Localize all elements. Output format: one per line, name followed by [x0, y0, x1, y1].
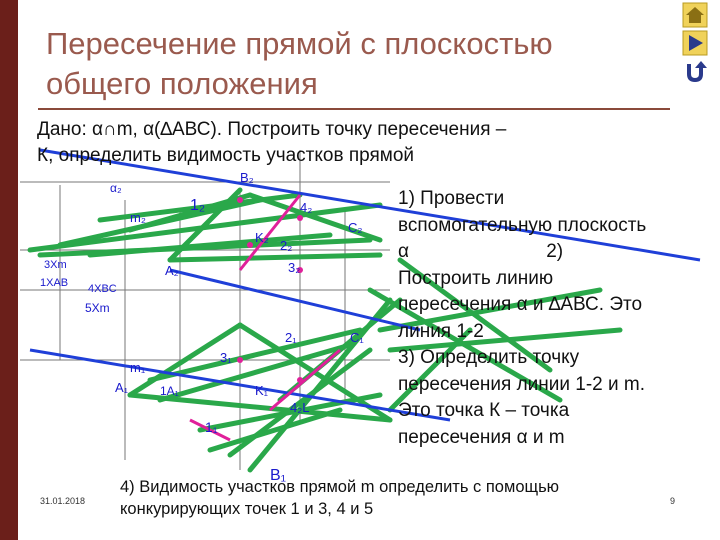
given-statement: Дано: α∩m, α(∆АВС). Построить точку пере… — [37, 117, 657, 169]
return-icon — [687, 61, 707, 83]
label-5xm: 5Xm — [85, 301, 110, 315]
label-b1: B₁ — [270, 467, 286, 484]
label-m1: m₁ — [130, 360, 146, 375]
label-a2: A₂ — [165, 263, 179, 278]
label-1-2: 1₂ — [190, 197, 205, 214]
title-line-1: Пересечение прямой с плоскостью — [46, 26, 553, 61]
label-4xbc: 4XBC — [88, 283, 117, 295]
construction-points — [237, 197, 303, 383]
label-2-2: 2₂ — [280, 238, 292, 253]
given-line-2: К, определить видимость участков прямой — [37, 145, 415, 166]
step-4-line-2: конкурирующих точек 1 и 3, 4 и 5 — [120, 500, 374, 518]
step-line: пересечения α и ∆АВС. Это — [398, 294, 643, 315]
label-1xab: 1XAB — [40, 277, 68, 289]
step-line: пересечения α и m — [398, 426, 565, 448]
label-3-1: 3₁ — [220, 350, 232, 365]
label-1a1: 1A₁ — [160, 384, 179, 398]
label-k1: K₁ — [255, 383, 269, 398]
nav-home-button[interactable] — [680, 2, 710, 28]
play-next-icon — [682, 30, 708, 56]
nav-return-button[interactable] — [680, 58, 710, 84]
plane-triangle-lines — [27, 187, 623, 473]
step-4-text: 4) Видимость участков прямой m определит… — [120, 476, 680, 520]
label-m2: m₂ — [130, 210, 146, 225]
label-c1: C₁ — [350, 330, 364, 345]
step-line: вспомогательную плоскость — [398, 214, 647, 236]
label-c2: C₂ — [348, 220, 362, 235]
title-line-2: общего положения — [46, 66, 318, 101]
label-3-2: 3₂ — [288, 260, 300, 275]
label-3xm: 3Xm — [44, 259, 67, 271]
slide-title: Пересечение прямой с плоскостью общего п… — [46, 24, 646, 104]
step-line: Это точка К – точка — [398, 400, 570, 421]
nav-next-button[interactable] — [680, 30, 710, 56]
given-line-1: Дано: α∩m, α(∆АВС). Построить точку пере… — [37, 119, 507, 140]
label-4-2-l: 4₂L — [290, 400, 310, 415]
label-a1: A₁ — [115, 380, 129, 395]
descriptive-geometry-drawing: B₂ 4₂ K₂ C₂ m₂ 1₂ 2₂ 3₂ A₂ 2₁ C₁ 3₁ m₁ A… — [20, 148, 701, 484]
step-line: Построить линию — [398, 267, 554, 289]
label-4-2: 4₂ — [300, 200, 312, 215]
title-divider — [38, 108, 670, 110]
step-line: α 2) — [398, 241, 564, 262]
step-line: 1) Провести — [398, 188, 505, 209]
construction-lines — [189, 194, 341, 442]
home-icon — [682, 2, 708, 28]
left-accent-bar — [0, 0, 18, 540]
step-line: 3) Определить точку — [398, 347, 580, 368]
label-b2: B₂ — [240, 170, 254, 185]
drawing-labels: B₂ 4₂ K₂ C₂ m₂ 1₂ 2₂ 3₂ A₂ 2₁ C₁ 3₁ m₁ A… — [40, 170, 364, 484]
footer-date: 31.01.2018 — [40, 496, 86, 506]
label-k2: K₂ — [255, 230, 269, 245]
step-4-line-1: 4) Видимость участков прямой m определит… — [120, 478, 560, 496]
footer-page-number: 9 — [670, 496, 676, 506]
step-line: линия 1-2 — [398, 320, 484, 342]
label-1-1: 1₁ — [205, 419, 218, 435]
line-m — [29, 148, 701, 422]
label-alpha2: α₂ — [110, 181, 122, 195]
step-line: пересечения линии 1-2 и m. — [398, 373, 645, 395]
label-2-1: 2₁ — [285, 330, 297, 345]
solution-steps: 1) Провести вспомогательную плоскость α … — [398, 186, 718, 451]
